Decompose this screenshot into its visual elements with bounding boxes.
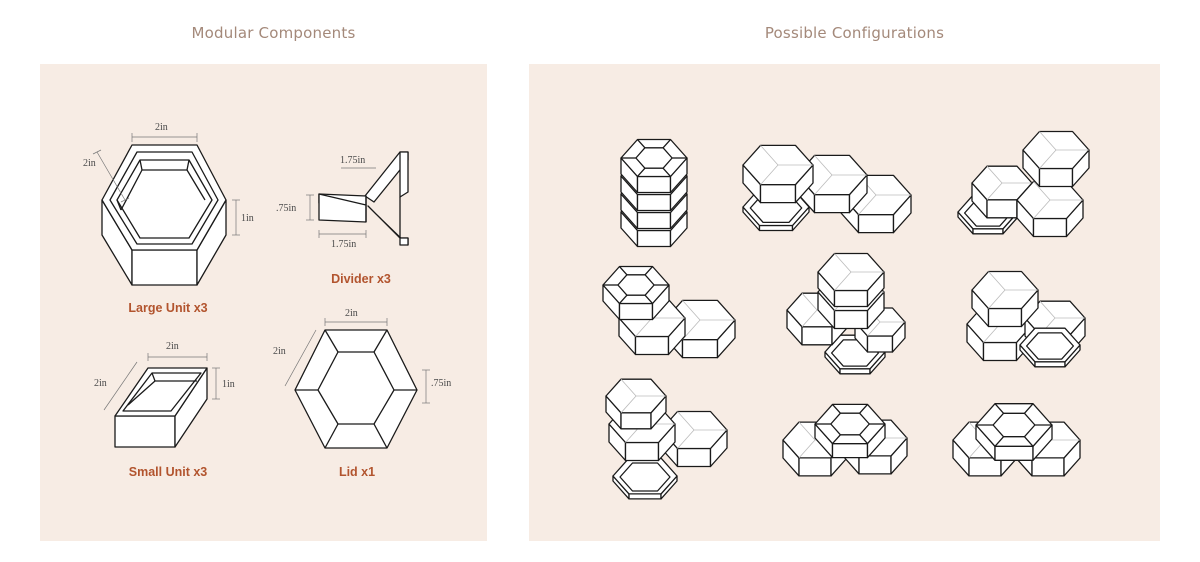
config-5-unit-d [817, 252, 885, 308]
modular-components-heading: Modular Components [191, 24, 356, 42]
lid-drawing [284, 318, 430, 449]
small-unit-caption: Small Unit x3 [129, 465, 208, 479]
lid-width-label: 2in [345, 308, 358, 319]
large-unit-height-label: 1in [241, 213, 254, 224]
config-3-unit-b [1016, 180, 1084, 238]
config-6-tray [1019, 327, 1081, 368]
large-unit-side-label: 2in [83, 158, 96, 169]
small-unit-width-label: 2in [166, 341, 179, 352]
modular-components-panel [40, 64, 487, 541]
divider-caption: Divider x3 [331, 272, 391, 286]
divider-arm-bottom-label: 1.75in [331, 239, 356, 250]
config-1-unit-1 [620, 138, 688, 194]
possible-configurations-heading: Possible Configurations [764, 24, 945, 42]
divider-drawing [306, 151, 409, 246]
large-unit-drawing [92, 133, 240, 286]
small-unit-height-label: 1in [222, 379, 235, 390]
lid-side-label: 2in [273, 346, 286, 357]
config-9-lid [975, 403, 1053, 461]
config-8-lid [814, 403, 886, 459]
divider-arm-top-label: 1.75in [340, 155, 365, 166]
lid-caption: Lid x1 [339, 465, 375, 479]
config-3-unit-c [1022, 130, 1090, 188]
config-2-unit-a [742, 144, 814, 204]
config-6-unit-c [971, 270, 1039, 328]
small-unit-side-label: 2in [94, 378, 107, 389]
config-4-unit-a [602, 265, 670, 321]
lid-height-label: .75in [431, 378, 451, 389]
large-unit-width-label: 2in [155, 122, 168, 133]
config-7-tray [612, 457, 678, 500]
large-unit-caption: Large Unit x3 [128, 301, 207, 315]
divider-height-label: .75in [276, 203, 296, 214]
configurations-group [602, 130, 1090, 500]
config-7-unit-top [605, 378, 667, 430]
small-unit-drawing [103, 353, 220, 448]
